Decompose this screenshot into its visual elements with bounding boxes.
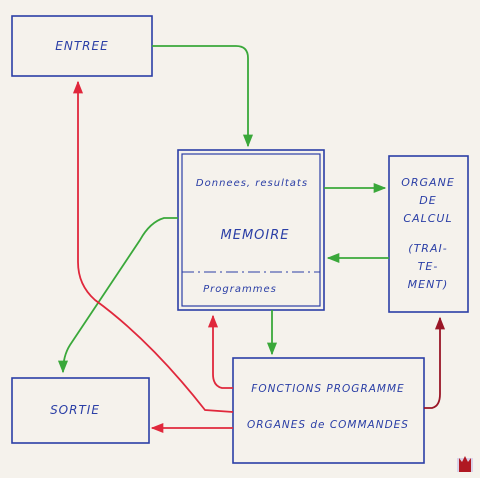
memoire-bottom-label: Programmes: [203, 284, 277, 295]
organe-line-4: (TRAI-: [408, 242, 447, 255]
organe-box: [388, 155, 469, 313]
arrow-entree-to-memoire: [152, 45, 254, 148]
organe-line-3: CALCUL: [403, 212, 452, 225]
memoire-box: [177, 149, 325, 311]
memoire-title: MEMOIRE: [221, 228, 290, 243]
organe-line-5: TE-: [418, 260, 439, 273]
arrow-memoire-to-sortie: [57, 217, 178, 374]
sortie-box: [11, 377, 150, 444]
fonctions-box: [232, 357, 425, 464]
arrow-fonctions-to-entree: [72, 80, 234, 413]
organe-line-2: DE: [419, 194, 436, 207]
corner-mark: [457, 456, 473, 472]
arrow-fonctions-to-organe: [424, 316, 446, 409]
organe-line-6: MENT): [408, 278, 449, 291]
sortie-label: SORTIE: [50, 403, 100, 417]
memoire-top-label: Donnees, resultats: [196, 178, 308, 189]
organe-line-1: ORGANE: [401, 176, 455, 189]
arrow-fonctions-to-memoire: [207, 314, 233, 389]
fonctions-line-1: FONCTIONS PROGRAMME: [251, 383, 404, 395]
fonctions-line-2: ORGANES de COMMANDES: [247, 419, 409, 431]
entree-label: ENTREE: [55, 39, 108, 53]
